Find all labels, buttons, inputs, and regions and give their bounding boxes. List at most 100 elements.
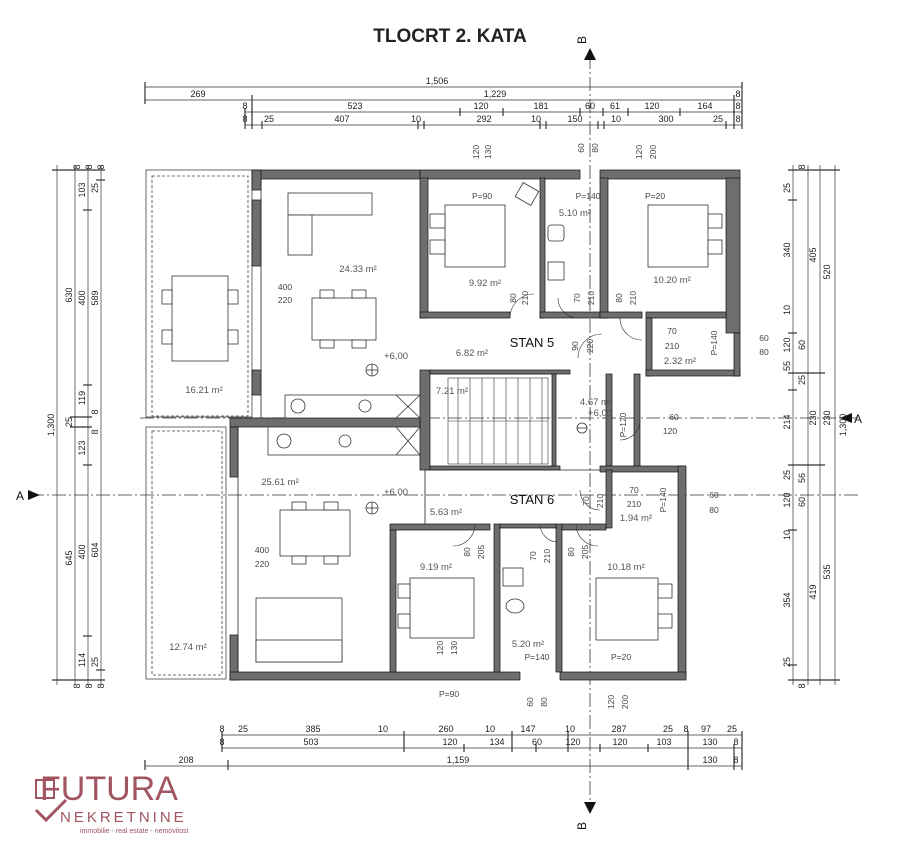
dim-text: 230	[822, 410, 832, 425]
opening-dim: 130	[483, 145, 493, 159]
opening-dim: 120	[606, 695, 616, 709]
dim-text: 25	[90, 657, 100, 667]
apartment-label-stan6: STAN 6	[510, 492, 555, 507]
bathroom-fixtures	[502, 182, 565, 614]
dim-text: 123	[77, 440, 87, 455]
dim-text: 25	[90, 183, 100, 193]
terraces	[145, 169, 253, 680]
right-dimension-texts: 1,300 520 230 535 405 230 419 25 340 10 …	[782, 164, 848, 688]
dim-text: 292	[476, 114, 491, 124]
dim-text: 260	[438, 724, 453, 734]
dim-text: 8	[683, 724, 688, 734]
dim-text: 300	[658, 114, 673, 124]
dim-text: 25	[264, 114, 274, 124]
area-storage-stan6: 1.94 m²	[620, 513, 652, 524]
dim-text: 8	[72, 683, 82, 688]
dim-text: 61	[610, 101, 620, 111]
opening-dim: 90	[570, 341, 580, 351]
dim-text: 60	[797, 497, 807, 507]
area-bath-stan6: 5.20 m²	[512, 639, 544, 650]
opening-dim: 210	[595, 494, 605, 508]
dim-text: 147	[520, 724, 535, 734]
dim-text: 164	[697, 101, 712, 111]
opening-dim: 70	[667, 326, 677, 336]
dim-text: 8	[219, 724, 224, 734]
dim-text: 287	[611, 724, 626, 734]
dim-text: 56	[797, 473, 807, 483]
opening-dim: 220	[255, 559, 269, 569]
dim-text: 8	[735, 89, 740, 99]
area-landing: 4.67 m²	[580, 397, 612, 408]
opening-dim: 210	[586, 291, 596, 305]
room-areas: 24.33 m² 9.92 m² 5.10 m² 10.20 m² 6.82 m…	[169, 208, 696, 653]
opening-dim: 220	[585, 339, 595, 353]
futura-logo: FUTURA NEKRETNINE immobilie - real estat…	[34, 770, 189, 835]
dim-text: 103	[656, 737, 671, 747]
apartment-label-stan5: STAN 5	[510, 335, 555, 350]
section-b-top-label: B	[575, 36, 589, 44]
dim-text: 400	[77, 290, 87, 305]
opening-dim: 60	[759, 333, 769, 343]
dim-text: 214	[782, 414, 792, 429]
opening-dim: 70	[528, 551, 538, 561]
dim-text: 8	[90, 429, 100, 434]
area-terrace-stan5: 16.21 m²	[185, 385, 223, 396]
opening-labels: 120 130 60 80 120 200 80 210 70 210 80 2…	[255, 143, 769, 709]
opening-dim: 80	[462, 547, 472, 557]
dim-text: 10	[782, 530, 792, 540]
area-bedroom-stan5b: 10.20 m²	[653, 275, 691, 286]
dim-text: 8	[797, 683, 807, 688]
opening-dim: 210	[665, 341, 679, 351]
kitchen-counters	[267, 394, 421, 456]
level-markers	[365, 363, 588, 515]
opening-dim: 130	[449, 641, 459, 655]
dim-text: 589	[90, 290, 100, 305]
left-dimension-texts: 1,300 630 25 645 103 400 119 123 400 114…	[46, 164, 106, 688]
dim-text: 354	[782, 592, 792, 607]
dim-text: 10	[378, 724, 388, 734]
top-dimension-texts: 1,506 269 1,229 8 8 523 120 181 60 61 12…	[190, 76, 740, 124]
opening-dim: 60	[576, 143, 586, 153]
bottom-dimensions	[144, 731, 743, 770]
beds	[397, 204, 723, 641]
dim-text: 10	[485, 724, 495, 734]
opening-dim: 210	[520, 291, 530, 305]
dim-text: 150	[567, 114, 582, 124]
dim-text: 8	[733, 755, 738, 765]
dim-total-height-right: 1,300	[838, 414, 848, 437]
sill-label: P=140	[525, 652, 550, 662]
logo-line1: FUTURA	[40, 770, 178, 808]
sill-label: P=120	[618, 412, 628, 437]
dim-text: 130	[702, 755, 717, 765]
dim-text: 8	[242, 101, 247, 111]
logo-tagline: immobilie - real estate - nemovitost	[80, 828, 189, 835]
level-stan5: +6,00	[384, 351, 408, 362]
dim-text: 60	[585, 101, 595, 111]
dim-text: 1,159	[447, 755, 470, 765]
area-hall-stan5: 6.82 m²	[456, 348, 488, 359]
dim-text: 405	[808, 247, 818, 262]
area-hall-stan6: 5.63 m²	[430, 507, 462, 518]
plan-title: TLOCRT 2. KATA	[373, 26, 527, 47]
dim-text: 120	[442, 737, 457, 747]
opening-dim: 120	[663, 426, 677, 436]
opening-dim: 80	[590, 143, 600, 153]
opening-dim: 80	[709, 505, 719, 515]
opening-dim: 80	[539, 697, 549, 707]
bottom-dimension-texts: 8 25 385 10 260 10 147 10 287 25 8 97 25…	[178, 724, 738, 765]
left-dimensions	[52, 165, 105, 685]
door-swings	[452, 293, 643, 547]
sill-label: P=90	[472, 191, 492, 201]
dim-text: 119	[77, 391, 87, 405]
dim-text: 535	[822, 564, 832, 579]
area-bedroom-stan6a: 9.19 m²	[420, 562, 452, 573]
dim-text: 55	[782, 361, 792, 371]
opening-dim: 80	[759, 347, 769, 357]
dim-text: 25	[782, 183, 792, 193]
dim-text: 120	[565, 737, 580, 747]
dim-text: 10	[411, 114, 421, 124]
partitions	[237, 179, 600, 672]
opening-dim: 70	[581, 496, 591, 506]
opening-dim: 210	[627, 499, 641, 509]
dim-text: 103	[77, 182, 87, 197]
